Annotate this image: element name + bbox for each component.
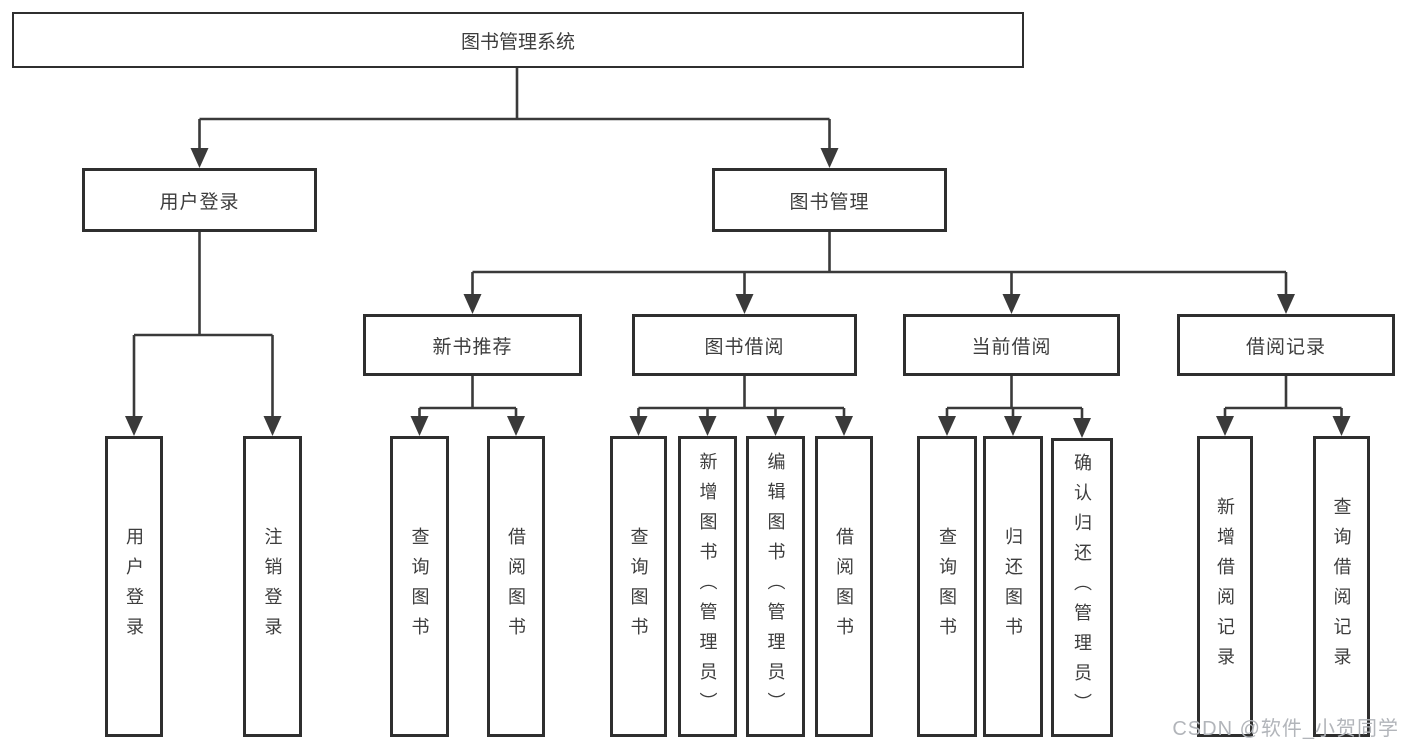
node-root-label: 图书管理系统 [460, 31, 575, 53]
leaf-user-login-label: 用户登录 [124, 526, 144, 647]
node-new-book-recommend-label: 新书推荐 [432, 336, 513, 358]
leaf-add-books-admin: 新增图书（管理员） [678, 436, 737, 737]
leaf-edit-books-admin: 编辑图书（管理员） [746, 436, 805, 737]
leaf-query-books-1: 查询图书 [390, 436, 449, 737]
leaf-user-login: 用户登录 [105, 436, 163, 737]
node-user-login-label: 用户登录 [159, 191, 240, 213]
node-book-management: 图书管理 [712, 168, 947, 232]
node-borrow-records: 借阅记录 [1177, 314, 1395, 376]
node-root: 图书管理系统 [12, 12, 1024, 68]
node-user-login: 用户登录 [82, 168, 317, 232]
node-current-borrow: 当前借阅 [903, 314, 1120, 376]
leaf-add-borrow-record-label: 新增借阅记录 [1215, 496, 1235, 677]
node-borrow-records-label: 借阅记录 [1245, 336, 1326, 358]
node-book-borrow: 图书借阅 [632, 314, 857, 376]
leaf-borrow-books-1-label: 借阅图书 [506, 526, 526, 647]
node-current-borrow-label: 当前借阅 [971, 336, 1052, 358]
leaf-query-books-2-label: 查询图书 [628, 526, 649, 647]
leaf-add-books-admin-label: 新增图书（管理员） [697, 451, 718, 722]
leaf-query-books-1-label: 查询图书 [409, 526, 430, 647]
leaf-query-books-2: 查询图书 [610, 436, 667, 737]
node-new-book-recommend: 新书推荐 [363, 314, 582, 376]
leaf-borrow-books-1: 借阅图书 [487, 436, 545, 737]
leaf-return-books-label: 归还图书 [1003, 526, 1023, 647]
leaf-edit-books-admin-label: 编辑图书（管理员） [765, 451, 786, 722]
leaf-query-books-3: 查询图书 [917, 436, 977, 737]
leaf-add-borrow-record: 新增借阅记录 [1197, 436, 1253, 737]
leaf-borrow-books-2: 借阅图书 [815, 436, 873, 737]
leaf-borrow-books-2-label: 借阅图书 [834, 526, 854, 647]
leaf-confirm-return-admin-label: 确认归还（管理员） [1072, 452, 1092, 723]
leaf-confirm-return-admin: 确认归还（管理员） [1051, 438, 1113, 737]
leaf-query-borrow-record-label: 查询借阅记录 [1331, 496, 1352, 677]
leaf-return-books: 归还图书 [983, 436, 1043, 737]
leaf-query-borrow-record: 查询借阅记录 [1313, 436, 1370, 737]
leaf-logout: 注销登录 [243, 436, 302, 737]
node-book-management-label: 图书管理 [789, 191, 870, 213]
leaf-logout-label: 注销登录 [262, 526, 283, 647]
node-book-borrow-label: 图书借阅 [704, 336, 785, 358]
leaf-query-books-3-label: 查询图书 [937, 526, 957, 647]
